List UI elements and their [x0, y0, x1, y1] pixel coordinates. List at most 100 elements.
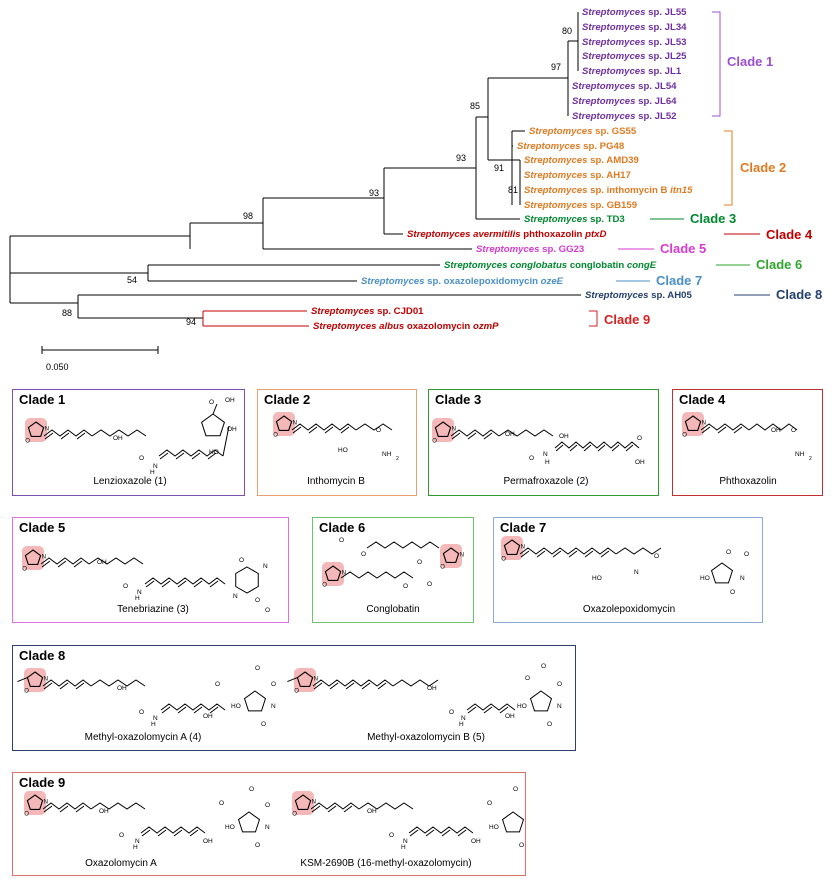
atom-label: O: [449, 709, 454, 716]
atom-label: N: [265, 824, 270, 831]
panel-title: Clade 6: [319, 520, 366, 535]
oxazole-ring: [27, 421, 45, 438]
svg-text:O: O: [440, 564, 445, 570]
leaf-label: Streptomyces conglobatus conglobatin con…: [444, 260, 657, 271]
svg-text:Clade 1: Clade 1: [727, 54, 773, 69]
svg-text:N: N: [45, 427, 49, 433]
ring: [243, 690, 267, 712]
atom-label: OH: [471, 838, 481, 845]
svg-text:Clade 7: Clade 7: [656, 273, 702, 288]
oxazole-ring: [442, 547, 460, 564]
carbon-chain: [355, 423, 393, 431]
atom-label: OH: [635, 459, 645, 466]
svg-text:N: N: [342, 571, 346, 577]
compound-name: Oxazolomycin A: [85, 858, 157, 869]
atom-label: 2: [809, 456, 812, 462]
atom-label: O: [265, 802, 270, 809]
leaf-label: Streptomyces sp. JL34: [582, 22, 687, 33]
atom-label: N: [233, 593, 238, 600]
bootstrap-value: 54: [127, 275, 137, 285]
panel-title: Clade 1: [19, 392, 66, 407]
ring: [501, 811, 525, 833]
atom-label: N: [557, 703, 562, 710]
atom-label: OH: [203, 713, 213, 720]
leaf-label: Streptomyces sp. inthomycin B itn15: [524, 185, 693, 196]
atom-label: N: [740, 575, 745, 582]
atom-label: HO: [489, 824, 499, 831]
svg-text:N: N: [452, 427, 456, 433]
atom-label: HO: [700, 575, 710, 582]
atom-label: OH: [771, 427, 781, 434]
atom-label: O: [209, 399, 214, 406]
carbon-chain: [312, 679, 394, 687]
svg-text:N: N: [42, 555, 46, 561]
atom-label: OH: [559, 433, 569, 440]
leaf-label: Streptomyces sp. PG48: [517, 141, 625, 152]
svg-text:O: O: [294, 688, 299, 694]
atom-label: O: [547, 721, 552, 728]
oxazole-ring: [275, 415, 293, 432]
bootstrap-value: 93: [369, 188, 379, 198]
svg-text:O: O: [292, 811, 297, 817]
atom-label: O: [361, 551, 366, 558]
carbon-chain: [40, 557, 90, 565]
oxazole-highlight: [501, 536, 523, 560]
atom-label: O: [637, 435, 642, 442]
svg-text:Clade 5: Clade 5: [660, 241, 706, 256]
atom-label: O: [417, 559, 422, 566]
svg-text:Clade 6: Clade 6: [756, 257, 802, 272]
carbon-chain: [160, 703, 226, 711]
atom-label: N: [153, 463, 158, 470]
atom-label: N: [153, 715, 158, 722]
atom-label: O: [654, 553, 659, 560]
leaf-label: Streptomyces sp. JL53: [582, 37, 687, 48]
atom-label: O: [557, 681, 562, 688]
atom-label: O: [139, 455, 144, 462]
carbon-chain: [408, 826, 474, 834]
bootstrap-value: 88: [62, 308, 72, 318]
oxazole-highlight: [24, 791, 46, 815]
atom-label: HO: [225, 824, 235, 831]
atom-label: O: [427, 581, 432, 588]
atom-label: HO: [231, 703, 241, 710]
atom-label: H: [401, 844, 406, 851]
oxazole-highlight: [22, 546, 44, 570]
atom-label: O: [239, 557, 244, 564]
ring: [529, 690, 553, 712]
carbon-chain: [291, 423, 357, 431]
compound-name: Phthoxazolin: [719, 476, 777, 487]
svg-text:O: O: [501, 556, 506, 562]
scale-label: 0.050: [46, 362, 69, 372]
carbon-chain: [42, 802, 92, 810]
atom-label: OH: [505, 431, 515, 438]
leaf-label: Streptomyces sp. JL25: [582, 51, 687, 62]
carbon-chain: [91, 429, 147, 437]
carbon-chain: [43, 429, 93, 437]
carbon-chain: [42, 679, 92, 687]
svg-text:N: N: [312, 800, 316, 806]
atom-label: N: [137, 589, 142, 596]
carbon-chain: [466, 703, 516, 711]
atom-label: O: [123, 583, 128, 590]
atom-label: O: [219, 800, 224, 807]
atom-label: O: [139, 709, 144, 716]
atom-label: O: [529, 455, 534, 462]
atom-label: H: [133, 844, 138, 851]
atom-label: HO: [209, 449, 219, 456]
oxazole-highlight: [440, 544, 462, 568]
atom-label: O: [119, 832, 124, 839]
svg-text:N: N: [44, 677, 48, 683]
svg-text:N: N: [314, 677, 318, 683]
oxazole-highlight: [294, 668, 316, 692]
oxazole-highlight: [432, 418, 454, 442]
atom-label: O: [265, 607, 270, 614]
svg-text:O: O: [24, 811, 29, 817]
svg-text:Clade 2: Clade 2: [740, 160, 786, 175]
bootstrap-value: 98: [243, 211, 253, 221]
